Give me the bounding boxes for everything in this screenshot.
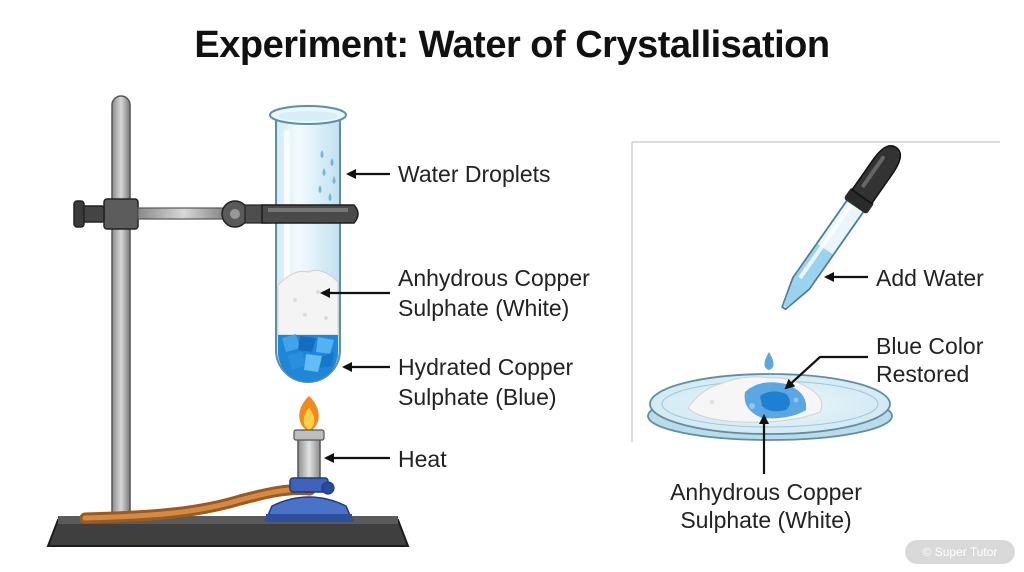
- page-title: Experiment: Water of Crystallisation: [194, 24, 830, 66]
- label-add-water: Add Water: [876, 265, 984, 291]
- retort-stand-icon: [46, 95, 410, 547]
- label-anhydrous-dish-line1: Anhydrous Copper: [670, 479, 862, 505]
- watermark-badge: © Super Tutor: [905, 540, 1015, 564]
- clamp-ring: [261, 204, 359, 224]
- flame-icon: [299, 396, 319, 432]
- label-heat: Heat: [398, 446, 447, 472]
- bunsen-burner-icon: [264, 429, 354, 522]
- arrow-blue-restored: [784, 355, 868, 390]
- label-anhydrous-dish-line2: Sulphate (White): [680, 507, 851, 533]
- label-blue-restored-line1: Blue Color: [876, 333, 984, 359]
- label-blue-restored-line2: Restored: [876, 361, 969, 387]
- label-water-droplets: Water Droplets: [398, 161, 551, 187]
- test-tube-icon: [269, 105, 347, 383]
- petri-dish-icon: [647, 373, 893, 441]
- label-hydrated-tube-line2: Sulphate (Blue): [398, 384, 557, 410]
- label-anhydrous-tube-line2: Sulphate (White): [398, 295, 569, 321]
- label-anhydrous-tube-line1: Anhydrous Copper: [398, 265, 590, 291]
- dropper-icon: [764, 144, 902, 370]
- label-hydrated-tube-line1: Hydrated Copper: [398, 354, 573, 380]
